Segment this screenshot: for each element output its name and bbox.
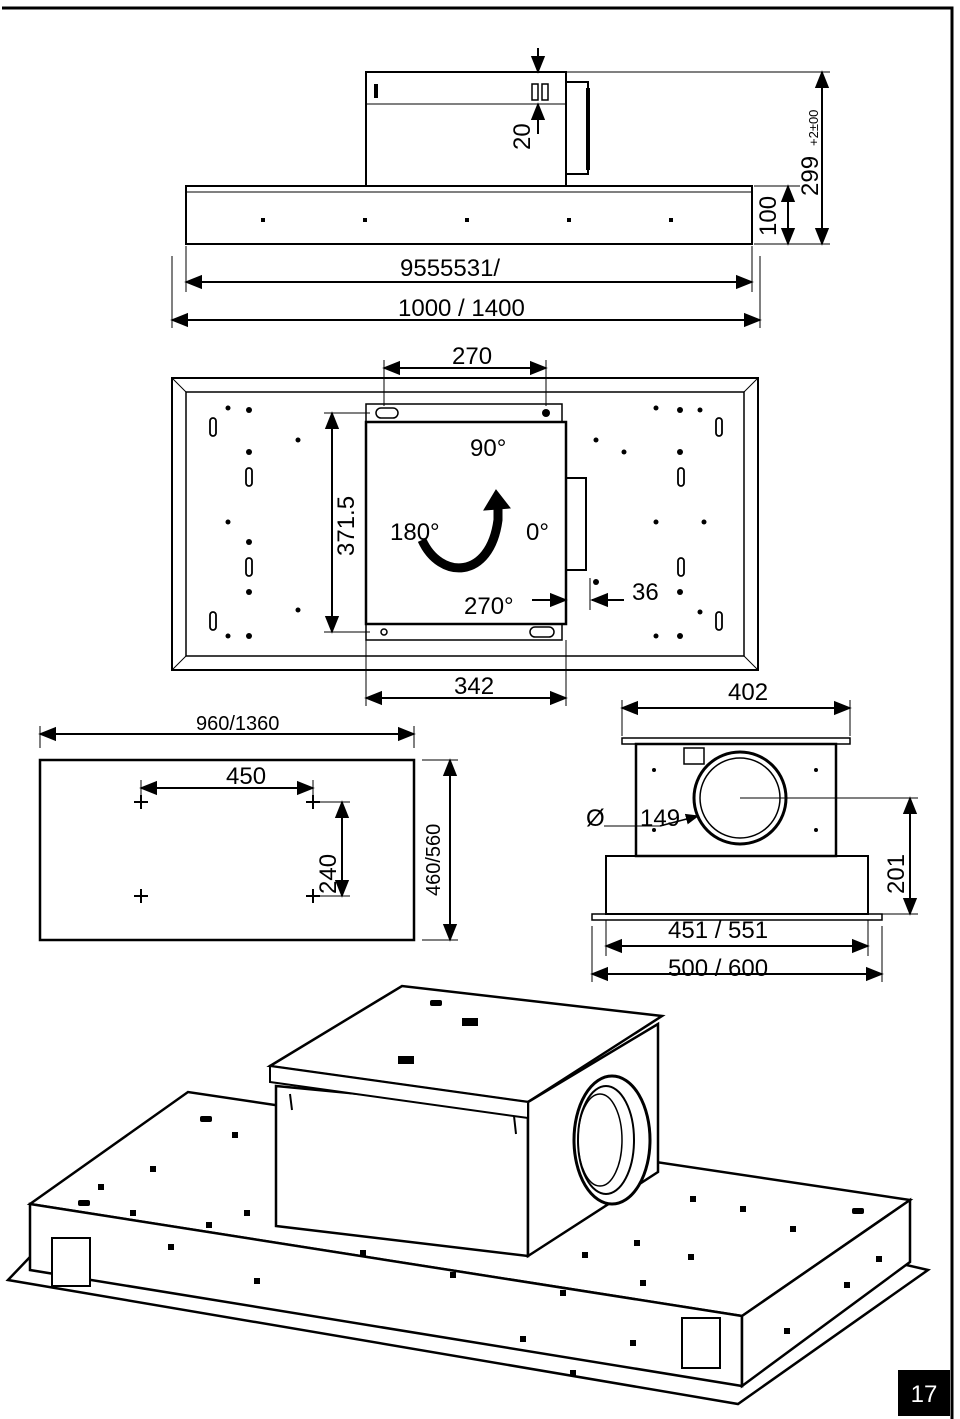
dim-cutout-depth: 460/560 [423,824,445,896]
page-number: 17 [911,1381,938,1408]
motor-box-side [365,71,567,187]
mounting-handle-right [681,1317,721,1369]
ceiling-cutout [38,758,416,942]
cutout-view [38,726,458,942]
dim-450: 450 [226,763,266,790]
isometric-holes [78,1000,882,1376]
dim-299: 299 [797,156,824,196]
outlet-flange-side [565,81,589,175]
dim-371: 371.5 [333,496,360,556]
dim-270: 270 [452,343,492,370]
end-view [590,700,918,982]
outlet-top [565,477,587,571]
side-view [170,48,830,328]
dim-240: 240 [315,854,342,894]
dim-100: 100 [755,196,782,236]
canopy-side-face [740,1197,912,1389]
dim-402: 402 [728,679,768,706]
dim-201: 201 [883,854,910,894]
dim-end-inner: 451 / 551 [668,917,768,944]
canopy-end [605,855,869,915]
dim-299-tolerance: +2±00 [806,110,821,146]
dim-diameter-symbol: Ø [586,805,605,832]
dim-36: 36 [632,579,659,606]
isometric-view [5,984,932,1406]
top-view [171,360,759,706]
rotation-arrow [417,508,503,573]
dim-20: 20 [509,123,536,150]
angle-90: 90° [470,435,506,462]
dim-inner-width: 9555531/ [400,255,500,282]
canopy-side [185,185,753,245]
angle-0: 0° [526,519,549,546]
canopy-top-outline [171,377,759,671]
dim-outer-width: 1000 / 1400 [398,295,525,322]
dim-cutout-width: 960/1360 [196,713,279,735]
motor-box-end [634,742,838,858]
mounting-handle-left [51,1237,91,1287]
page-frame [2,6,954,1419]
dim-end-outer: 500 / 600 [668,955,768,982]
angle-270: 270° [464,593,514,620]
dim-diameter: 149 [640,805,680,832]
dim-342: 342 [454,673,494,700]
canopy-top-inner [185,391,745,657]
outlet-ring [572,1074,652,1206]
page-number-badge [898,1370,950,1416]
angle-180: 180° [390,519,440,546]
